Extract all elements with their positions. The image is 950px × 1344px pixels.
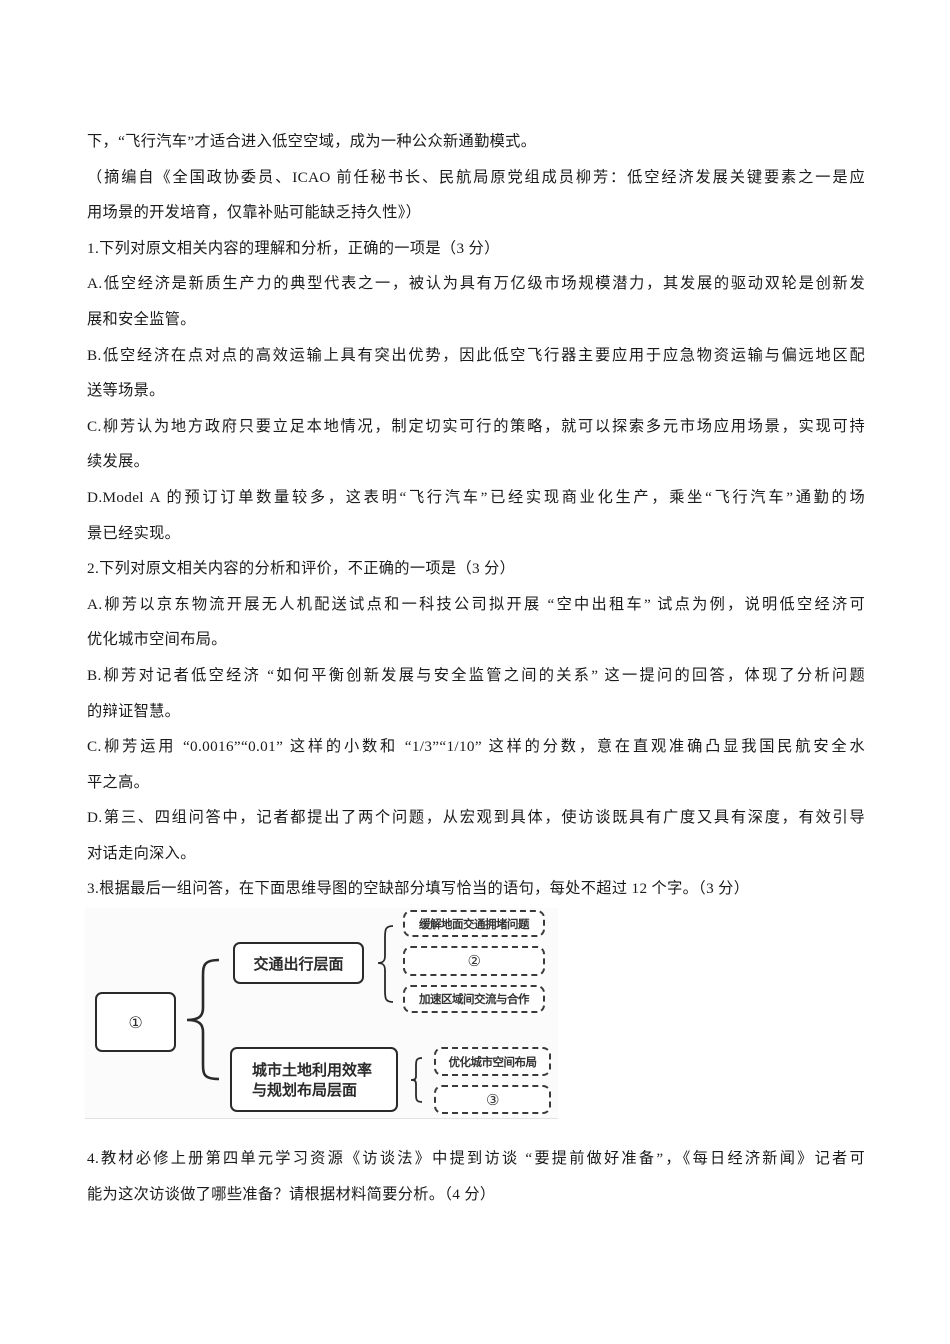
document-body: 下，“飞行汽车”才适合进入低空空域，成为一种公众新通勤模式。 （摘编自《全国政协… <box>87 124 865 907</box>
root-placeholder-1: ① <box>128 1012 143 1032</box>
mind-map-root-box: ① <box>95 992 176 1052</box>
leaf-text: 加速区域间交流与合作 <box>419 992 530 1006</box>
branch-label-traffic: 交通出行层面 <box>253 954 344 973</box>
question-3-stem: 3.根据最后一组问答，在下面思维导图的空缺部分填写恰当的语句，每处不超过 12 … <box>87 880 750 898</box>
question-2-stem: 2.下列对原文相关内容的分析和评价，不正确的一项是（3 分） <box>87 560 516 578</box>
leaf-blank-3: ③ <box>434 1085 551 1114</box>
question-4-line-1: 4.教材必修上册第四单元学习资源《访谈法》中提到访谈 “要提前做好准备”，《每日… <box>87 1150 865 1167</box>
main-brace-icon <box>186 958 220 1081</box>
branch-label-land-use-line-2: 与规划布局层面 <box>252 1080 358 1099</box>
blank-placeholder-2: ② <box>467 952 481 970</box>
q1-option-c-line-2: 续发展。 <box>87 453 150 471</box>
sub-brace-traffic-icon <box>377 925 394 1003</box>
source-citation-line-2: 用场景的开发培育，仅靠补贴可能缺乏持久性》） <box>87 204 422 222</box>
branch-box-traffic: 交通出行层面 <box>233 942 364 984</box>
leaf-optimize-layout: 优化城市空间布局 <box>434 1047 551 1076</box>
q2-option-b-line-2: 的辩证智慧。 <box>87 702 181 720</box>
q1-option-a-line-2: 展和安全监管。 <box>87 310 196 328</box>
leaf-regional-exchange: 加速区域间交流与合作 <box>403 985 545 1013</box>
question-1-stem: 1.下列对原文相关内容的理解和分析，正确的一项是（3 分） <box>87 239 500 257</box>
q2-option-a-line-2: 优化城市空间布局。 <box>87 631 227 649</box>
q2-option-d-line-1: D.第三、四组问答中，记者都提出了两个问题，从宏观到具体，使访谈既具有广度又具有… <box>87 809 865 827</box>
q2-option-d-line-2: 对话走向深入。 <box>87 844 196 862</box>
q2-option-a-line-1: A.柳芳以京东物流开展无人机配送试点和一科技公司拟开展 “空中出租车” 试点为例… <box>87 595 865 613</box>
q1-option-d-line-2: 景已经实现。 <box>87 524 181 542</box>
leaf-text: 缓解地面交通拥堵问题 <box>419 916 530 931</box>
question-4: 4.教材必修上册第四单元学习资源《访谈法》中提到访谈 “要提前做好准备”，《每日… <box>87 1141 865 1212</box>
branch-label-land-use-line-1: 城市土地利用效率 <box>252 1060 373 1079</box>
q1-option-b-line-2: 送等场景。 <box>87 382 165 400</box>
q1-option-b-line-1: B.低空经济在点对点的高效运输上具有突出优势，因此低空飞行器主要应用于应急物资运… <box>87 346 865 364</box>
question-4-line-2: 能为这次访谈做了哪些准备？请根据材料简要分析。（4 分） <box>87 1185 496 1203</box>
q1-option-c-line-1: C.柳芳认为地方政府只要立足本地情况，制定切实可行的策略，就可以探索多元市场应用… <box>87 417 865 435</box>
q2-option-c-line-1: C.柳芳运用 “0.0016”“0.01” 这样的小数和 “1/3”“1/10”… <box>87 738 865 756</box>
q1-option-d-line-1: D.Model A 的预订订单数量较多，这表明“飞行汽车”已经实现商业化生产，乘… <box>87 488 865 506</box>
leaf-relieve-congestion: 缓解地面交通拥堵问题 <box>403 910 545 937</box>
mind-map-diagram: ① 交通出行层面 城市土地利用效率 与规划布局层面 缓解地面交通拥堵问题 ② 加… <box>85 908 558 1119</box>
q1-option-a-line-1: A.低空经济是新质生产力的典型代表之一，被认为具有万亿级市场规模潜力，其发展的驱… <box>87 275 865 293</box>
leaf-blank-2: ② <box>403 946 545 976</box>
leaf-text: 优化城市空间布局 <box>448 1054 538 1069</box>
branch-box-land-use: 城市土地利用效率 与规划布局层面 <box>230 1047 398 1112</box>
sub-brace-land-use-icon <box>410 1057 423 1103</box>
passage-closing-line: 下，“飞行汽车”才适合进入低空空域，成为一种公众新通勤模式。 <box>87 133 537 150</box>
source-citation-line-1: （摘编自《全国政协委员、ICAO 前任秘书长、民航局原党组成员柳芳：低空经济发展… <box>87 168 865 186</box>
q2-option-c-line-2: 平之高。 <box>87 773 150 791</box>
blank-placeholder-3: ③ <box>486 1090 499 1109</box>
q2-option-b-line-1: B.柳芳对记者低空经济 “如何平衡创新发展与安全监管之间的关系” 这一提问的回答… <box>87 666 865 684</box>
